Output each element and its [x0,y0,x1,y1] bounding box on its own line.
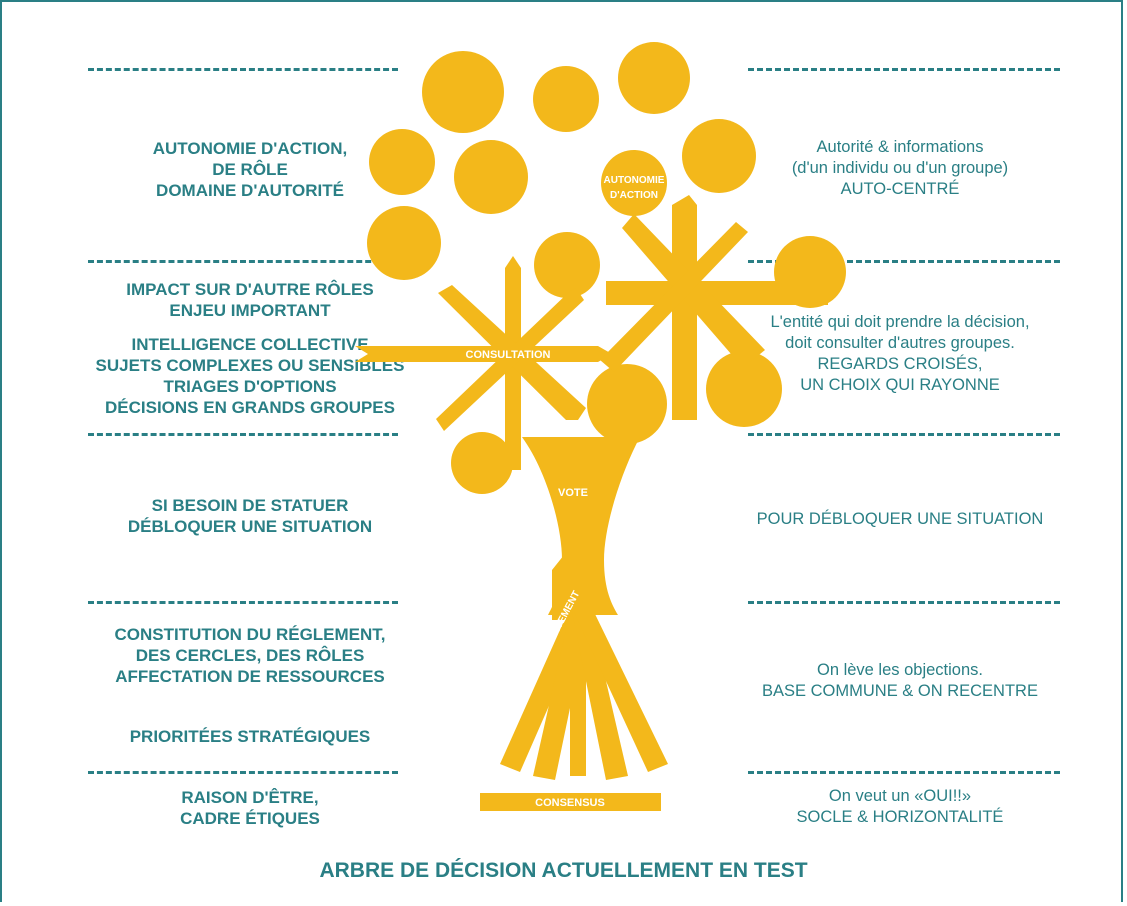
separator-right-3 [748,433,1060,436]
separator-left-3 [88,433,398,436]
label-debloquer-situation: POUR DÉBLOQUER UNE SITUATION [756,510,1044,528]
separator-left-2 [88,260,398,263]
crown-circle [533,66,599,132]
root [574,612,668,772]
trunk-vote [522,437,640,615]
crown-circle [706,351,782,427]
crown-circle [369,129,435,195]
separator-left-4 [88,601,398,604]
label-priorites-strategiques: PRIORITÉES STRATÉGIQUES [129,727,371,746]
label-lever-objections: On lève les objections.BASE COMMUNE & ON… [762,661,1038,700]
consultation-bar [355,346,612,362]
crown-circle [587,364,667,444]
tree-label-daction: D'ACTION [610,190,658,201]
label-autorite-informations: Autorité & informations(d'un individu ou… [791,138,1009,198]
root [572,612,628,780]
label-raison-etre: RAISON D'ÊTRE,CADRE ÉTIQUES [180,788,320,828]
separator-right-4 [748,601,1060,604]
autonomie-circle [601,150,667,216]
separator-right-2 [748,260,1060,263]
consensus-bar [480,793,661,811]
diagram-caption: ARBRE DE DÉCISION ACTUELLEMENT EN TEST [319,859,808,882]
separator-left-1 [88,68,398,71]
star-ray [600,222,748,372]
crown-circle [451,432,513,494]
tree-label-autonomie: AUTONOMIE [604,175,665,186]
tree-label-consensus: CONSENSUS [535,797,605,809]
tree-label-vote: VOTE [558,487,588,499]
separator-right-5 [748,771,1060,774]
crown-circle [454,140,528,214]
star-ray [672,195,697,420]
separator-left-5 [88,771,398,774]
crown-circle [618,42,690,114]
trunk-consentement-top [552,545,592,620]
crown-circle [422,51,504,133]
crown-circle [367,206,441,280]
crown-circle [682,119,756,193]
label-entite-consulter: L'entité qui doit prendre la décision,do… [770,313,1030,394]
tree-label-consultation: CONSULTATION [466,349,551,361]
crown-circle [534,232,600,298]
separator-right-1 [748,68,1060,71]
star-ray [436,288,584,431]
label-oui-socle: On veut un «OUI!!»SOCLE & HORIZONTALITÉ [796,787,1004,826]
label-constitution: CONSTITUTION DU RÉGLEMENT,DES CERCLES, D… [114,625,386,686]
